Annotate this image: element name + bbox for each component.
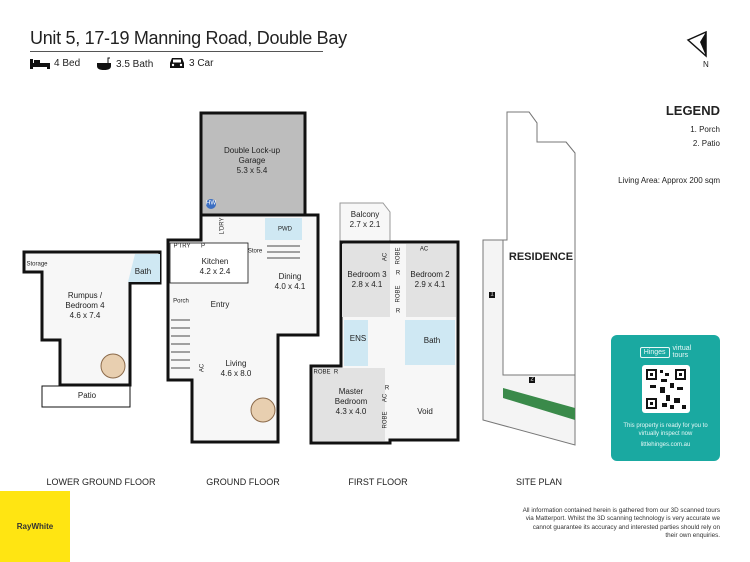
qr-code-icon[interactable] [641, 365, 690, 413]
room-balcony: Balcony 2.7 x 2.1 [349, 210, 381, 229]
property-address: Unit 5, 17-19 Manning Road, Double Bay [30, 28, 347, 48]
room-bath-lower: Bath [134, 267, 152, 276]
room-kitchen: Kitchen 4.2 x 2.4 [199, 257, 231, 276]
room-bedroom-3: Bedroom 3 2.8 x 4.1 [347, 270, 387, 289]
feature-bath-label: 3.5 Bath [116, 58, 154, 70]
feature-bath: 3.5 Bath [96, 57, 153, 71]
title-divider [30, 51, 323, 52]
living-area: Living Area: Approx 200 sqm [618, 176, 720, 185]
raywhite-logo: RayWhite [0, 491, 70, 562]
north-label: N [703, 60, 709, 69]
room-store: Store [247, 248, 263, 255]
robe: ROBE [313, 369, 331, 376]
tour-card-url[interactable]: littlehinges.com.au [640, 442, 691, 448]
ground-floor-label: GROUND FLOOR [206, 477, 280, 487]
tour-card-text: This property is ready for you to virtua… [623, 423, 708, 437]
feature-car-label: 3 Car [189, 58, 214, 69]
room-porch: Porch [173, 298, 189, 305]
room-garage: Double Lock-up Garage 5.3 x 5.4 [223, 146, 281, 175]
raywhite-logo-text: RayWhite [16, 522, 54, 531]
room-ensuite: ENS [349, 334, 367, 343]
bed-icon [30, 59, 50, 69]
room-storage: Storage [26, 261, 48, 268]
ac-unit: AC [382, 393, 389, 403]
robe: ROBE [395, 285, 402, 303]
bath-icon [97, 57, 111, 70]
legend-title: LEGEND [665, 103, 720, 118]
room-entry: Entry [210, 300, 230, 309]
legend-item: 2. Patio [692, 139, 720, 148]
site-marker-1-label: 1 [490, 291, 494, 298]
room-living: Living 4.6 x 8.0 [220, 359, 252, 378]
site-marker-2-label: 2 [530, 376, 534, 383]
feature-car: 3 Car [169, 57, 213, 70]
floor-plans-drawing [22, 111, 576, 446]
room-patio: Patio [77, 391, 97, 400]
room-bath-first: Bath [423, 336, 441, 345]
room-bedroom-2: Bedroom 2 2.9 x 4.1 [410, 270, 450, 289]
site-marker-2 [529, 377, 535, 383]
robe-r: R [395, 308, 401, 315]
first-floor-label: FIRST FLOOR [348, 477, 408, 487]
room-laundry: L'DRY [219, 217, 226, 235]
robe-r: R [384, 385, 390, 392]
room-pantry: P'TRY [173, 243, 191, 250]
room-dining: Dining 4.0 x 4.1 [274, 272, 306, 291]
site-plan-label: SITE PLAN [515, 477, 563, 487]
robe: ROBE [382, 411, 389, 429]
ac-unit: AC [382, 252, 389, 262]
robe-r: R [333, 369, 339, 376]
room-master-bedroom: Master Bedroom 4.3 x 4.0 [334, 387, 368, 416]
lower-ground-floor-label: LOWER GROUND FLOOR [46, 477, 156, 487]
feature-bed-label: 4 Bed [54, 57, 81, 69]
robe-r: R [395, 270, 401, 277]
hot-water: HW [206, 200, 216, 207]
room-rumpus: Rumpus / Bedroom 4 4.6 x 7.4 [65, 291, 105, 320]
feature-bed: 4 Bed [30, 57, 80, 69]
robe: ROBE [395, 247, 402, 265]
ac-unit: AC [419, 246, 429, 253]
north-arrow-icon [686, 30, 707, 58]
ac-unit: AC [199, 363, 206, 373]
disclaimer: All information contained herein is gath… [522, 507, 720, 539]
room-void: Void [417, 407, 433, 416]
residence-label: RESIDENCE [508, 251, 574, 263]
legend-item: 1. Porch [690, 125, 720, 134]
car-icon [170, 58, 184, 68]
site-marker-1 [489, 292, 495, 298]
room-powder: PWD [278, 226, 292, 233]
room-p: P [200, 243, 206, 250]
